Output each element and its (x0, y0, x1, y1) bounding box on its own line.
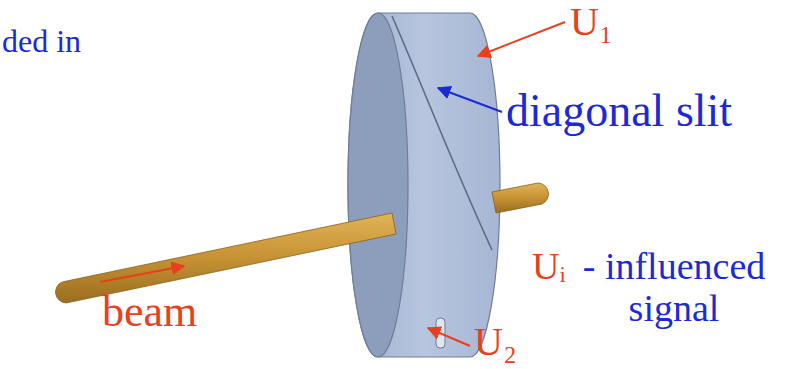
leader-arrow (100, 266, 184, 282)
signal-name: Uᵢ (532, 246, 566, 288)
ring-opening (348, 13, 408, 357)
leader-arrow (428, 328, 470, 346)
note-text: - influenced signal (566, 246, 782, 330)
leader-arrow (478, 22, 565, 56)
signal-name: U₁ (570, 0, 613, 44)
ring-surface (348, 13, 500, 357)
cut-text: ded in (2, 24, 81, 59)
diagonal-slit (392, 16, 492, 250)
signal-name: U₂ (474, 320, 517, 364)
beam-pipe (492, 183, 548, 213)
leader-arrow (438, 88, 502, 112)
part-name: diagonal slit (506, 86, 732, 137)
part-name: beam (102, 288, 197, 336)
